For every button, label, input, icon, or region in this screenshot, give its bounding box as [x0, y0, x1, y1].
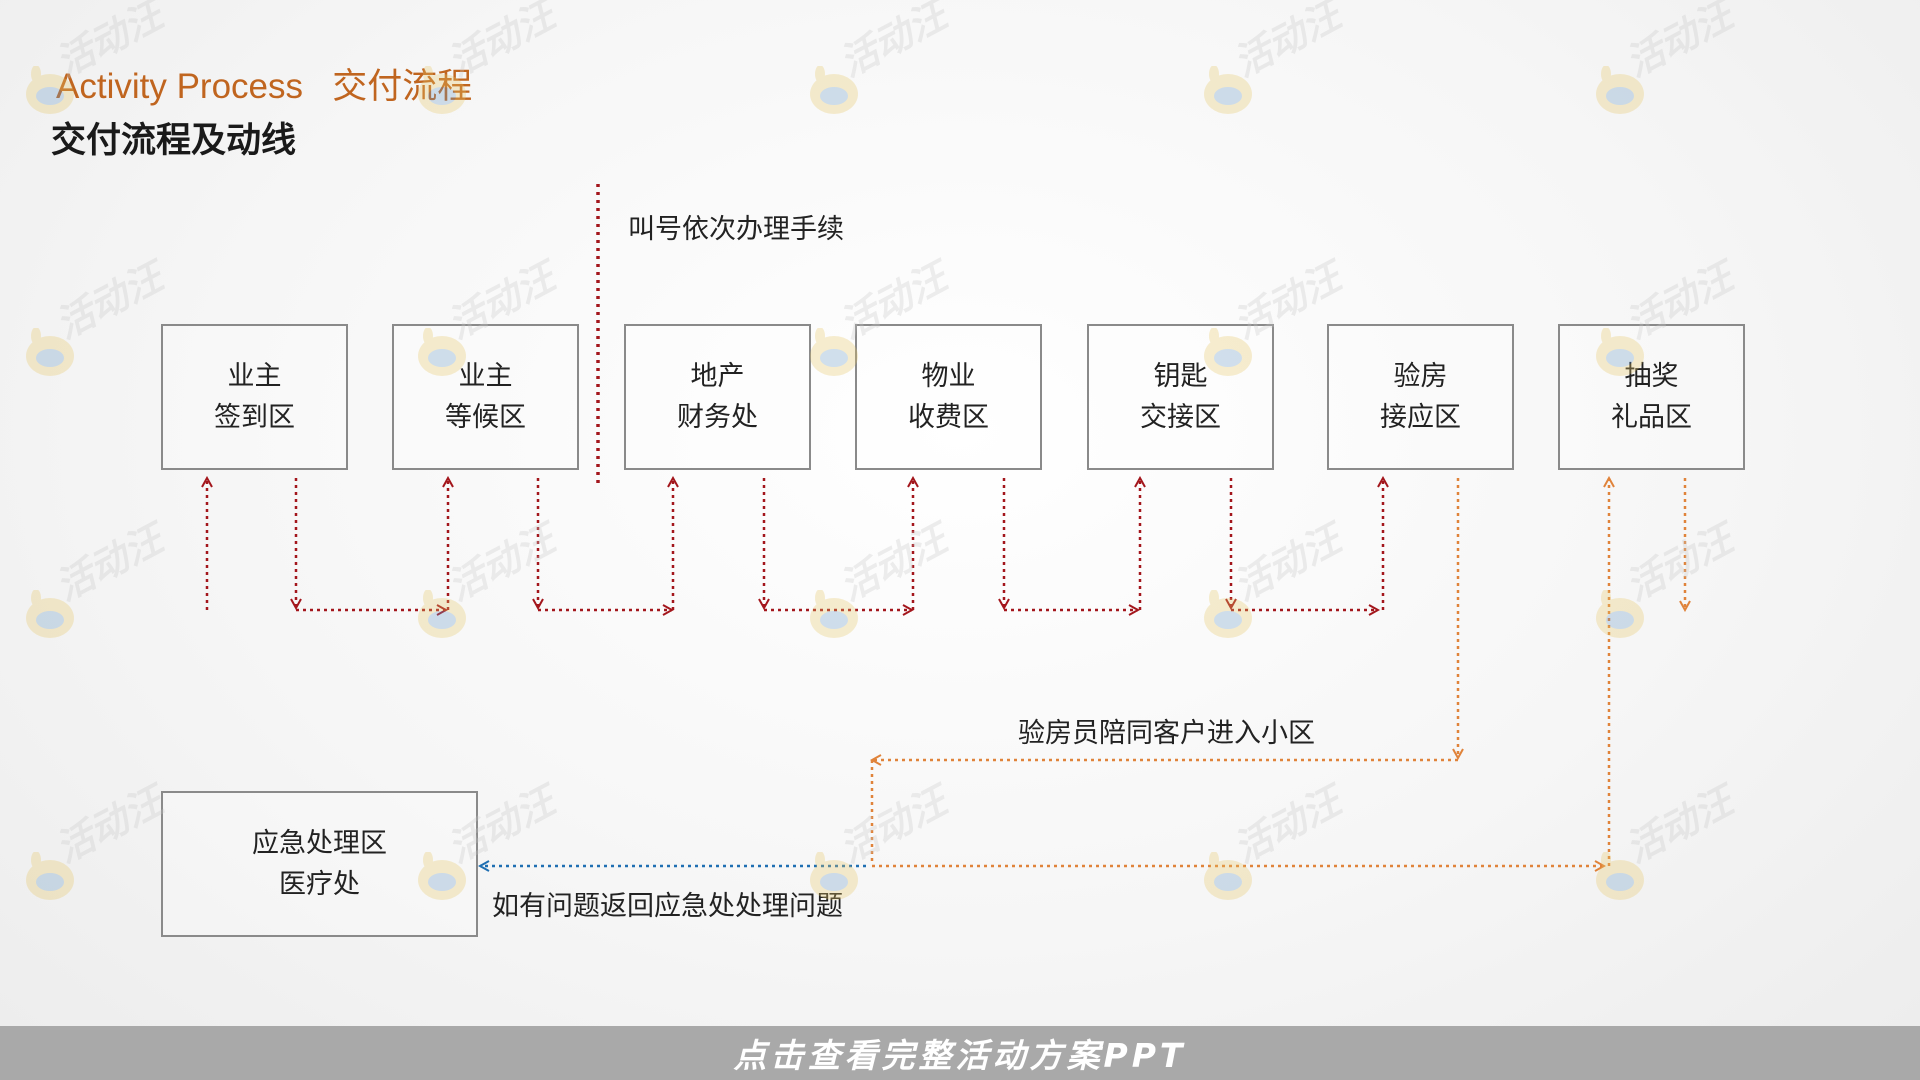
box-key-handover: 钥匙 交接区 [1087, 324, 1274, 470]
box-inspection-line2: 接应区 [1380, 402, 1461, 433]
box-property-fee-line2: 收费区 [908, 402, 989, 433]
page-title: 交付流程及动线 [51, 121, 297, 161]
box-emergency-line2: 医疗处 [279, 869, 360, 900]
box-lottery-line1: 抽奖 [1624, 361, 1679, 392]
box-finance-line2: 财务处 [677, 402, 758, 433]
box-owner-signin-line2: 签到区 [214, 402, 295, 433]
box-key-handover-line2: 交接区 [1140, 402, 1221, 433]
box-emergency: 应急处理区 医疗处 [161, 791, 478, 937]
box-lottery: 抽奖 礼品区 [1558, 324, 1745, 470]
box-emergency-line1: 应急处理区 [252, 828, 387, 859]
box-finance-line1: 地产 [690, 361, 745, 392]
note-accompany: 验房员陪同客户进入小区 [1018, 718, 1315, 749]
box-inspection: 验房 接应区 [1327, 324, 1514, 470]
box-property-fee: 物业 收费区 [855, 324, 1042, 470]
inspection-flow [872, 478, 1685, 866]
box-lottery-line2: 礼品区 [1611, 402, 1692, 433]
header-title-cn: 交付流程 [332, 67, 473, 106]
box-owner-waiting: 业主 等候区 [392, 324, 579, 470]
box-finance: 地产 财务处 [624, 324, 811, 470]
footer-cta-link[interactable]: 点击查看完整活动方案PPT [733, 1036, 1187, 1075]
box-inspection-line1: 验房 [1393, 361, 1448, 392]
box-owner-signin: 业主 签到区 [161, 324, 348, 470]
box-property-fee-line1: 物业 [921, 361, 976, 392]
box-key-handover-line1: 钥匙 [1153, 361, 1208, 392]
main-flow [207, 478, 1383, 610]
note-queue: 叫号依次办理手续 [628, 214, 844, 245]
header-title-en: Activity Process [56, 67, 303, 106]
box-owner-signin-line1: 业主 [227, 361, 282, 392]
box-owner-waiting-line1: 业主 [458, 361, 513, 392]
note-emergency-return: 如有问题返回应急处处理问题 [492, 891, 843, 922]
box-owner-waiting-line2: 等候区 [445, 402, 526, 433]
header-title: Activity Process 交付流程 [56, 58, 472, 109]
footer-cta-bar[interactable]: 点击查看完整活动方案PPT [0, 1026, 1920, 1080]
